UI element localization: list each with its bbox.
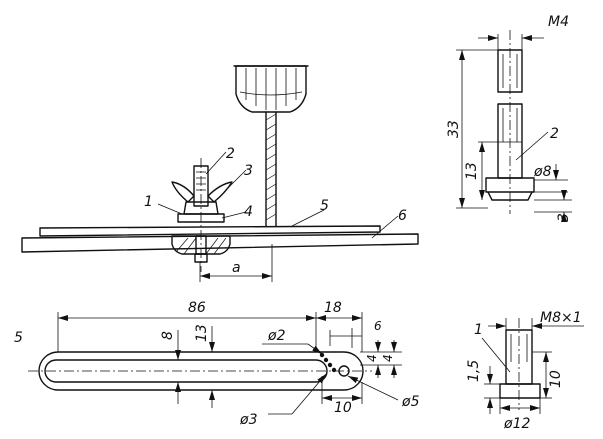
screw-detail	[456, 30, 572, 222]
label-dim-d12: ø12	[503, 416, 530, 432]
label-dim-d5: ø5	[401, 394, 420, 410]
knob	[233, 65, 309, 113]
label-dim-a: a	[232, 260, 241, 276]
label-dim-m8x1: M8×1	[540, 310, 582, 326]
label-dim-m4: M4	[548, 14, 569, 30]
label-dim-86: 86	[188, 300, 206, 316]
label-part-6: 6	[398, 208, 407, 224]
label-dim-d2: ø2	[267, 328, 286, 344]
label-dim-18: 18	[324, 300, 342, 316]
label-dim-8: 8	[160, 331, 176, 340]
label-dim-4a: 4	[365, 354, 379, 362]
label-dim-3: 3	[556, 213, 572, 222]
label-dim-6: 6	[374, 319, 382, 333]
vertical-rod	[265, 111, 277, 227]
base-plate	[21, 233, 419, 253]
assembly-view	[21, 65, 419, 282]
stud-detail	[481, 318, 584, 414]
label-dim-1-5: 1,5	[466, 360, 482, 382]
washer	[177, 213, 225, 223]
bolt	[193, 158, 209, 272]
label-dim-33: 33	[446, 120, 462, 138]
label-part-4: 4	[244, 204, 253, 220]
label-dim-10-plan: 10	[334, 400, 352, 416]
label-dim-d8: ø8	[533, 164, 552, 180]
label-dim-4b: 4	[381, 354, 395, 362]
label-part-2: 2	[226, 146, 235, 162]
label-dim-10-stud: 10	[548, 370, 564, 388]
label-part-5-plan: 5	[14, 330, 23, 346]
label-part-1-stud: 1	[474, 322, 483, 338]
wing-nut	[171, 181, 233, 215]
label-part-1: 1	[144, 194, 153, 210]
label-part-3: 3	[244, 163, 253, 179]
slotted-bar-plan	[28, 312, 402, 415]
slotted-plate	[39, 225, 381, 237]
label-dim-13: 13	[194, 324, 210, 342]
label-part-5: 5	[320, 198, 329, 214]
label-dim-d3: ø3	[239, 412, 257, 428]
label-dim-13-screw: 13	[464, 162, 480, 180]
label-part-2-screw: 2	[550, 126, 559, 142]
